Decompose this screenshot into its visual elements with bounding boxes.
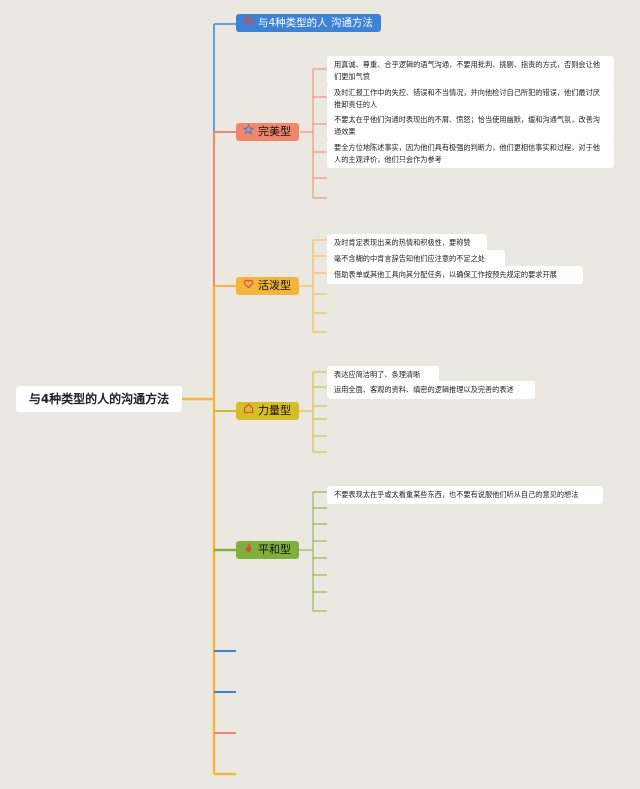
- heart-icon: [242, 277, 255, 295]
- category-power[interactable]: 力量型: [236, 402, 299, 420]
- fire-icon: [242, 541, 255, 559]
- list-item[interactable]: 不要太在乎他们沟通时表现出的不屑、愤怒；恰当使用幽默，缓和沟通气氛，改善沟通效果: [327, 111, 614, 140]
- list-item[interactable]: 及时肯定表现出来的热情和积极性，要称赞: [327, 234, 487, 252]
- list-item[interactable]: 不要表现太在乎或太看重某些东西，也不要有说服他们听从自己的意见的想法: [327, 486, 603, 504]
- list-item[interactable]: 运用全面、客观的资料、缜密的逻辑推理以及完善的表述: [327, 381, 535, 399]
- category-label: 力量型: [258, 404, 291, 417]
- category-label: 完美型: [258, 125, 291, 138]
- list-item[interactable]: 要全方位地陈述事实，因为他们具有极强的判断力，他们更相信事实和过程，对于他人的主…: [327, 139, 614, 168]
- root-topic[interactable]: 与4种类型的人的沟通方法: [16, 386, 182, 412]
- star-outline-icon: [242, 14, 255, 32]
- category-perfect[interactable]: 完美型: [236, 123, 299, 141]
- list-item[interactable]: 表达应简洁明了、条理清晰: [327, 366, 439, 384]
- header-topic[interactable]: 与4种类型的人 沟通方法: [236, 14, 382, 32]
- list-item[interactable]: 毫不含糊的中肯言辞告知他们应注意的不足之处: [327, 250, 505, 268]
- list-item[interactable]: 及时汇报工作中的失控、错误和不当情况，并向他检讨自己所犯的错误，他们最讨厌推卸责…: [327, 84, 614, 113]
- category-label: 平和型: [258, 543, 291, 556]
- list-item[interactable]: 用真诚、尊重、合乎逻辑的语气沟通，不要用批判、挑剔、指责的方式，否则会让他们更加…: [327, 56, 614, 85]
- list-item[interactable]: 借助表单或其他工具向其分配任务，以确保工作按预先规定的要求开展: [327, 266, 583, 284]
- home-icon: [242, 402, 255, 420]
- header-topic-label: 与4种类型的人 沟通方法: [258, 17, 374, 29]
- category-label: 活泼型: [258, 279, 291, 292]
- star-icon: [242, 123, 255, 141]
- category-lively[interactable]: 活泼型: [236, 277, 299, 295]
- category-peaceful[interactable]: 平和型: [236, 541, 299, 559]
